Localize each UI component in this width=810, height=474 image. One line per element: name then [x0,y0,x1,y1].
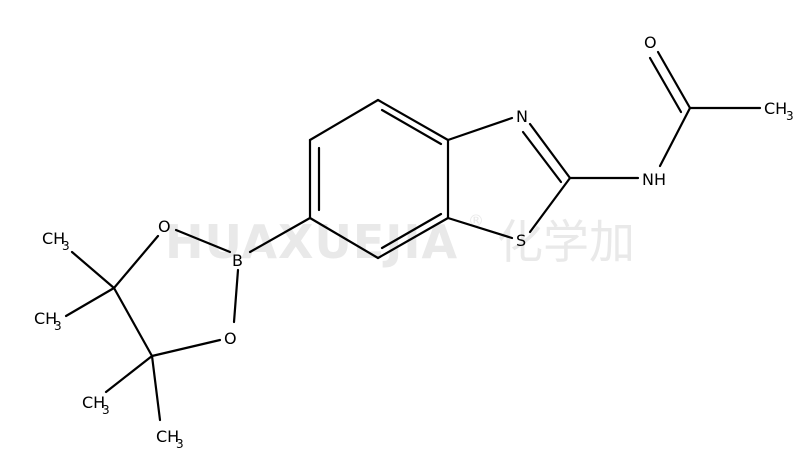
bonds [64,50,762,422]
atom-o-carbonyl: O [644,33,657,52]
atom-labels: O N S NH CH 3 B O O CH 3 CH 3 CH 3 CH 3 [34,33,794,451]
bond-s-c [446,216,514,240]
bond-benz-1 [376,98,450,142]
bond-c2-s [528,176,572,234]
atom-ch3-a: CH 3 [42,229,70,253]
bond-c-c-ring [112,286,154,358]
bond-o-lower-c [150,338,222,358]
bond-n-c2 [528,122,572,180]
watermark: HUAXUEJIA ® 化学加 [165,211,635,269]
bond-methyl-d [150,354,162,422]
svg-text:3: 3 [54,319,62,333]
atom-o-lower: O [224,329,237,348]
svg-text:CH: CH [34,309,57,328]
svg-text:3: 3 [102,403,110,417]
atom-ch3-acetyl: CH 3 [764,99,794,123]
atom-nh: NH [642,170,666,189]
bond-n-c2-inner [521,130,563,184]
bond-carbonyl-o [656,50,692,110]
svg-text:3: 3 [62,239,70,253]
atom-o-upper: O [158,217,171,236]
svg-text:CH: CH [42,229,65,248]
bond-o-upper-c [112,234,160,290]
svg-text:3: 3 [176,437,184,451]
atom-s-thiazole: S [516,231,526,250]
bond-b-o-upper [174,228,232,254]
bond-methyl-c [104,354,154,394]
bond-b-o-lower [232,268,240,324]
bond-nh-carbonyl [658,106,692,168]
atom-ch3-d: CH 3 [156,427,184,451]
bond-benz-3 [376,216,450,260]
atom-b: B [232,251,243,270]
bond-benz-6 [308,98,380,142]
bond-benz-3-inner [380,212,443,250]
svg-text:CH: CH [156,427,179,446]
svg-text:CH: CH [82,393,105,412]
watermark-chinese: 化学加 [497,215,635,269]
atom-ch3-b: CH 3 [34,309,62,333]
bond-benz-4 [308,216,380,260]
bond-benz-1-inner [380,108,443,146]
svg-text:3: 3 [786,109,794,123]
bond-methyl-a [70,250,116,290]
watermark-latin: HUAXUEJIA [165,215,458,269]
bond-methyl-b [64,286,116,318]
bond-carbonyl-o-inner [648,56,683,114]
atom-ch3-c: CH 3 [82,393,110,417]
bond-c-n-thiazole [446,116,514,142]
atom-n-thiazole: N [516,107,528,126]
svg-text:CH: CH [764,99,787,118]
bond-aryl-b [248,216,312,254]
